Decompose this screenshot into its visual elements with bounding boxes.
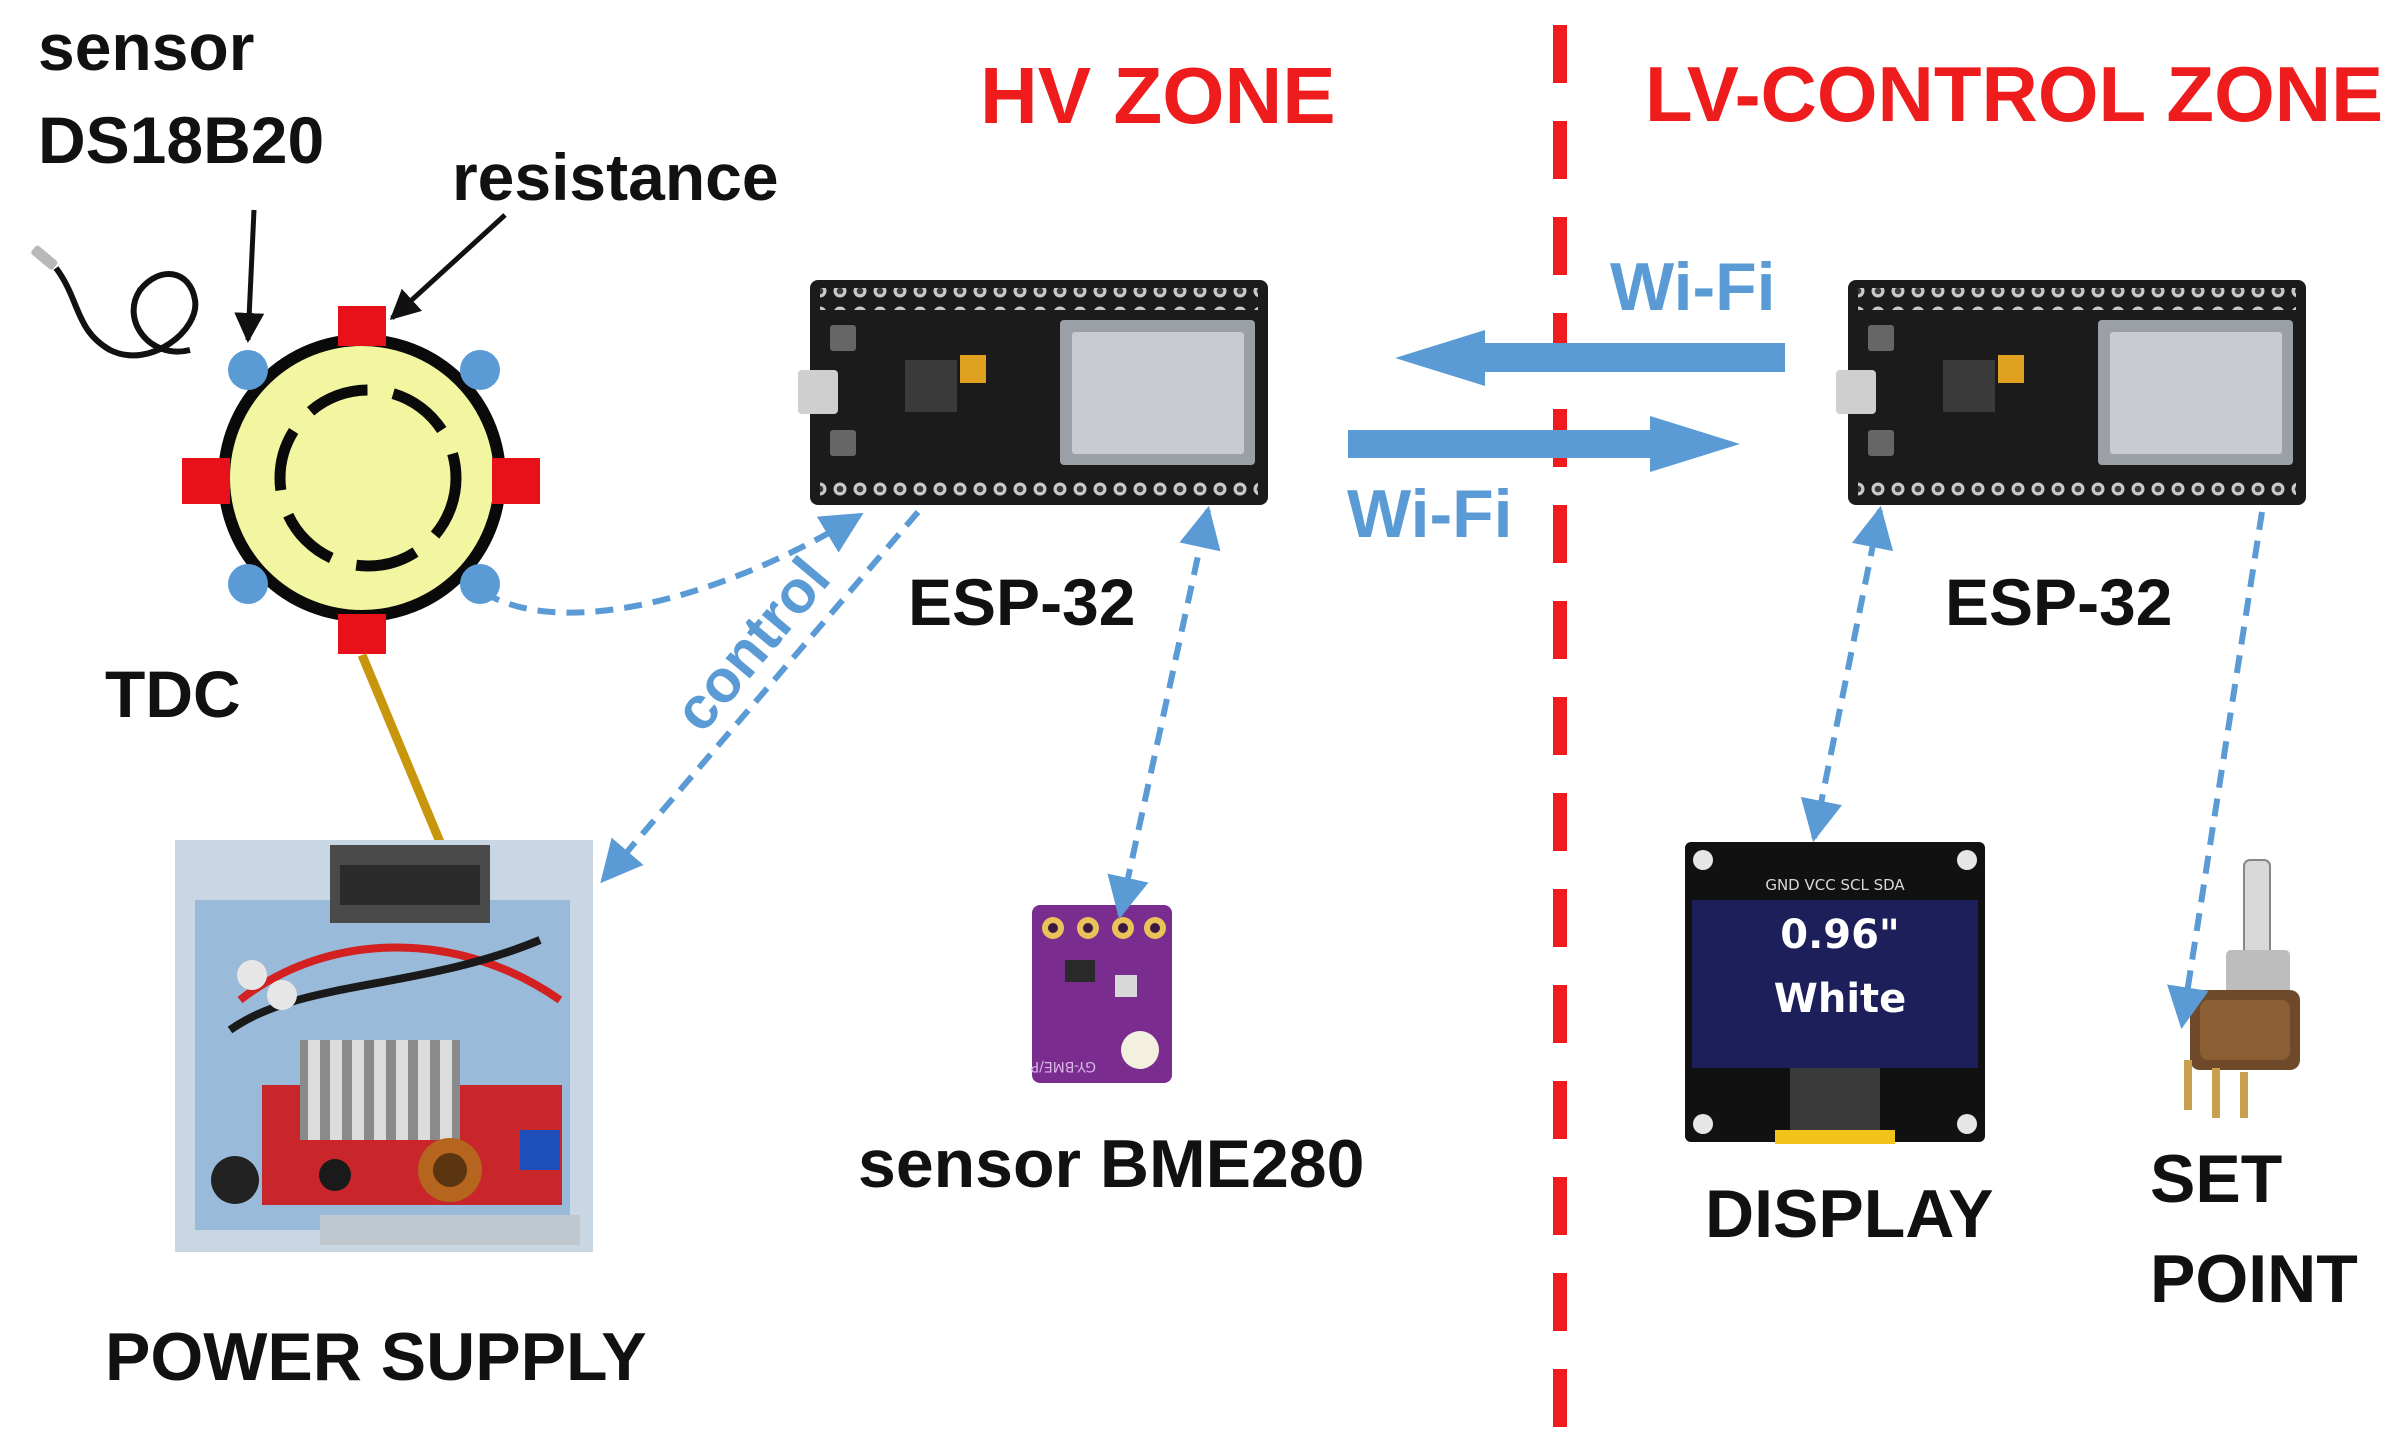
wifi-label-top: Wi-Fi [1610,249,1776,325]
sensor-label-line1: sensor [38,10,255,84]
probe-top-right [460,350,500,390]
potentiometer-icon [2184,859,2300,1118]
resistance-pointer-arrow [389,213,507,321]
sensor-pointer-arrow [234,209,265,343]
bme280-label: sensor BME280 [858,1126,1365,1202]
bme280-board: GY-BME/P [1031,905,1172,1083]
esp32-board-lv [1836,280,2306,505]
probe-top-left [228,350,268,390]
bme-board-print: GY-BME/P [1031,1058,1096,1074]
esp32-lv-label: ESP-32 [1945,565,2173,639]
esp32-board-hv [798,280,1268,505]
resistance-bottom [338,614,386,654]
sensor-label-line2: DS18B20 [38,103,325,177]
resistance-label: resistance [452,140,779,214]
oled-pin-labels: GND VCC SCL SDA [1765,876,1905,894]
esp32-hv-label: ESP-32 [908,565,1136,639]
wifi-label-bottom: Wi-Fi [1347,476,1513,552]
power-supply-label: POWER SUPPLY [105,1319,647,1395]
power-supply-image [175,840,593,1252]
wifi-arrow-hv-to-lv [1348,416,1740,472]
setpoint-label-line2: POINT [2150,1241,2358,1317]
tdc-assembly [182,306,540,654]
setpoint-label-line1: SET [2150,1141,2283,1217]
tdc-label: TDC [105,657,241,731]
lv-zone-title: LV-CONTROL ZONE [1645,50,2384,138]
resistance-left [182,458,230,504]
ds18b20-probe-icon [31,245,199,359]
hv-zone-title: HV ZONE [980,51,1336,140]
probe-bottom-left [228,564,268,604]
tdc-inner-dashed-ring [274,384,462,572]
oled-color-text: White [1774,976,1907,1022]
display-label: DISPLAY [1705,1176,1994,1252]
tdc-power-wire [357,653,445,844]
link-esp-to-power [600,510,921,884]
wifi-arrow-lv-to-hv [1395,330,1785,386]
resistance-right [492,458,540,504]
oled-size-text: 0.96" [1780,912,1900,958]
oled-display-module: GND VCC SCL SDA 0.96" White [1685,842,1985,1144]
resistance-top [338,306,386,346]
link-esp-display [1800,505,1894,843]
link-bme-esp [1107,505,1221,920]
link-probe-to-esp [481,512,864,616]
